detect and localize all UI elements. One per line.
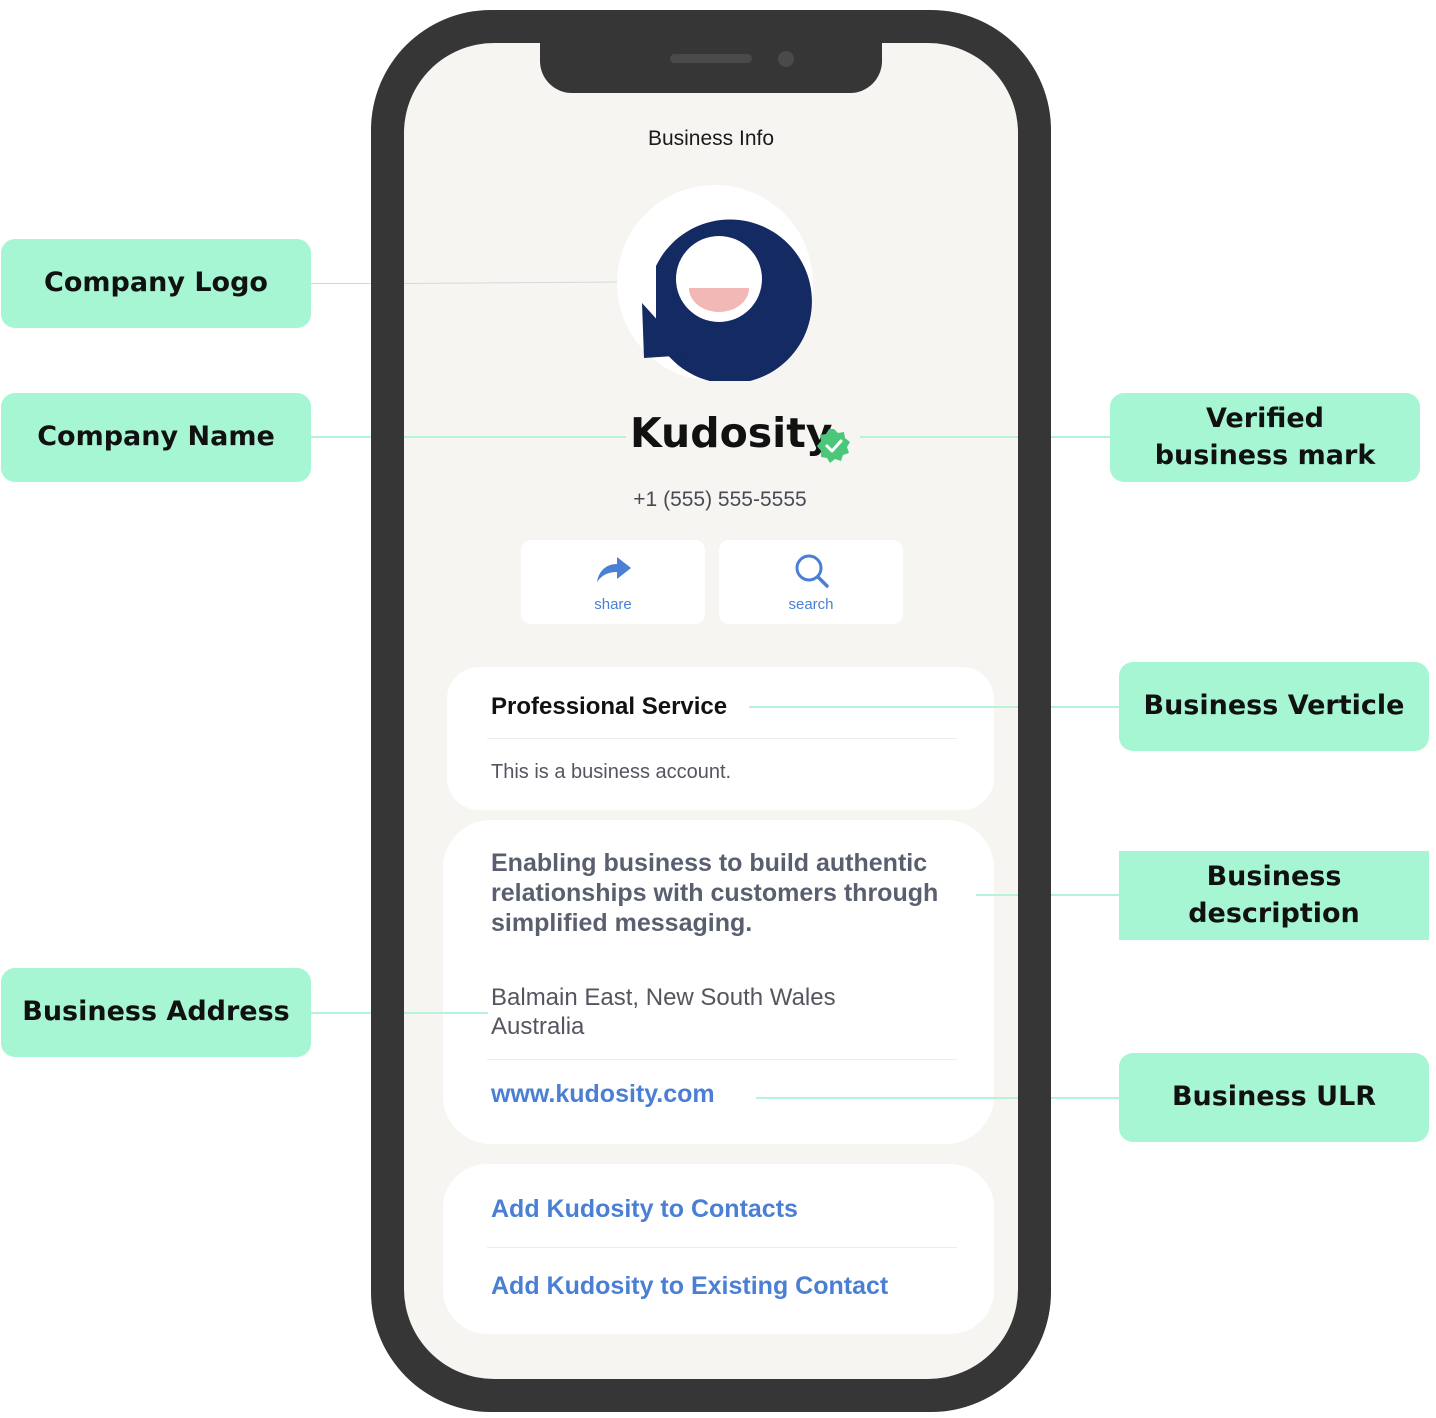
add-to-existing-contact-link[interactable]: Add Kudosity to Existing Contact <box>491 1272 889 1300</box>
verified-badge-icon <box>817 429 850 463</box>
callout-business-address: Business Address <box>1 968 311 1057</box>
search-button[interactable]: search <box>719 540 903 624</box>
callout-verified-mark: Verified business mark <box>1110 393 1420 482</box>
connector-business-url <box>1049 1097 1121 1099</box>
magnifier-icon <box>795 554 829 588</box>
connector-business-address-inner <box>404 1012 488 1014</box>
share-label: share <box>594 596 632 613</box>
business-details-card: Enabling business to build authentic rel… <box>443 820 994 1144</box>
company-name: Kudosity <box>630 409 833 457</box>
logo-smile <box>689 288 749 312</box>
callout-business-description: Business description <box>1119 851 1429 940</box>
business-description: Enabling business to build authentic rel… <box>491 849 939 937</box>
connector-verified-mark-inner <box>860 436 1018 438</box>
phone-notch <box>540 43 882 93</box>
page-title: Business Info <box>647 127 775 150</box>
business-vertical-card: Professional Service This is a business … <box>447 667 994 810</box>
connector-company-logo <box>311 283 373 284</box>
contact-actions-card: Add Kudosity to Contacts Add Kudosity to… <box>443 1164 994 1334</box>
connector-business-description-inner <box>976 894 1018 896</box>
phone-number[interactable]: +1 (555) 555-5555 <box>633 488 807 511</box>
callout-company-logo: Company Logo <box>1 239 311 328</box>
connector-business-verticle-inner <box>749 706 1018 708</box>
business-vertical-subtitle: This is a business account. <box>491 761 732 783</box>
address-line-1: Balmain East, New South Wales <box>491 984 836 1011</box>
share-button[interactable]: share <box>521 540 705 624</box>
phone-frame: Business Info Kudosity +1 (555) 555-5555… <box>371 10 1051 1412</box>
card-divider <box>487 738 957 739</box>
card-divider <box>487 1247 957 1248</box>
connector-business-description <box>1049 894 1121 896</box>
logo-speech-tail <box>642 303 689 358</box>
callout-business-url: Business ULR <box>1119 1053 1429 1142</box>
connector-business-url-inner <box>756 1097 1018 1099</box>
card-divider <box>487 1059 957 1060</box>
business-url-link[interactable]: www.kudosity.com <box>491 1080 715 1108</box>
address-line-2: Australia <box>491 1013 585 1040</box>
front-camera <box>778 51 794 67</box>
connector-business-address <box>311 1012 373 1014</box>
connector-business-verticle <box>1049 706 1121 708</box>
connector-verified-mark <box>1049 436 1111 438</box>
share-arrow-icon <box>597 557 631 582</box>
connector-company-name-inner <box>404 436 626 438</box>
connector-company-name <box>311 436 373 438</box>
phone-screen: Business Info Kudosity +1 (555) 555-5555… <box>404 43 1018 1379</box>
callout-business-verticle: Business Verticle <box>1119 662 1429 751</box>
add-to-contacts-link[interactable]: Add Kudosity to Contacts <box>491 1195 798 1223</box>
business-address[interactable]: Balmain East, New South Wales Australia <box>491 983 971 1041</box>
company-logo <box>617 185 813 381</box>
callout-company-name: Company Name <box>1 393 311 482</box>
connector-company-logo-inner <box>404 281 625 284</box>
business-vertical-title: Professional Service <box>491 693 728 720</box>
speaker-grille <box>670 54 752 63</box>
search-label: search <box>788 596 834 613</box>
